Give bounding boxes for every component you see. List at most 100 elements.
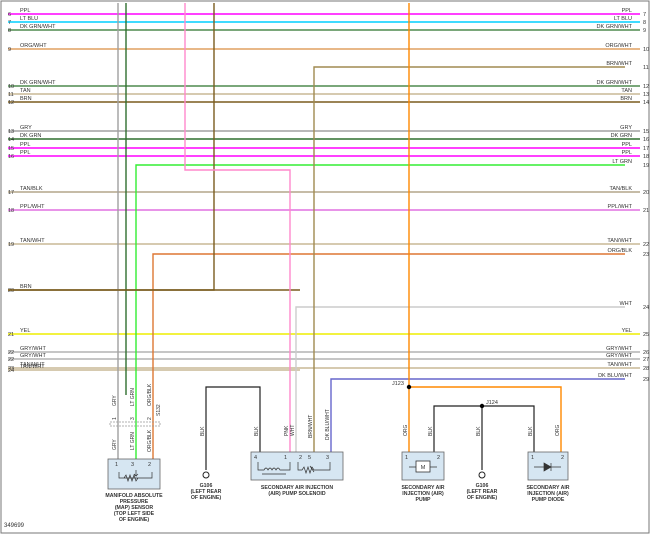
pump-blk-label: BLK xyxy=(428,426,434,436)
wire-right-pin: 11 xyxy=(643,65,649,71)
wire-right-label: TAN/WHT xyxy=(607,362,632,368)
map-name-3: (MAP) SENSOR xyxy=(115,505,154,511)
wire-left-pin: 9 xyxy=(8,47,11,53)
map-pin-2: 2 xyxy=(148,462,151,468)
wire-right-label: DK GRN/WHT xyxy=(597,24,633,30)
wire-right-pin: 20 xyxy=(643,190,649,196)
wire-right-pin: 14 xyxy=(643,100,649,106)
wire-left-pin: 17 xyxy=(8,190,14,196)
wire-left-label: PPL xyxy=(20,150,30,156)
sol-pnk-label: PNK xyxy=(284,425,290,436)
pump-pin-1: 1 xyxy=(405,455,408,461)
org-diode-wire xyxy=(409,386,562,452)
wire-left-label: TAN/WHT xyxy=(20,362,45,368)
wire-right-label: GRY/WHT xyxy=(606,346,633,352)
wire-left-pin: 7 xyxy=(8,20,11,26)
wire-left-label: GRY/WHT xyxy=(20,346,47,352)
wire-right-pin: 9 xyxy=(643,28,646,34)
map-upper-gry-label: GRY xyxy=(112,395,118,406)
map-lower-lt-grn-label: LT GRN xyxy=(130,432,136,450)
wire-right-label: DK BLU/WHT xyxy=(598,373,633,379)
sol-pin-1: 1 xyxy=(284,455,287,461)
wire-right-label: DK GRN xyxy=(611,133,632,139)
diode-blk-label: BLK xyxy=(528,426,534,436)
splice-j124 xyxy=(479,403,485,409)
pump-box xyxy=(401,451,445,481)
wire-left-label: ORG/WHT xyxy=(20,43,47,49)
ground-g106-b: BLK G106 (LEFT REAR OF ENGINE) xyxy=(467,426,498,501)
sol-pin-2: 2 xyxy=(299,455,302,461)
g106a-name-1: G106 xyxy=(200,483,213,489)
motor-symbol: M xyxy=(421,465,426,471)
wire-left-pin: 8 xyxy=(8,28,11,34)
wire-left-label: BRN xyxy=(20,284,32,290)
sol-blk-label: BLK xyxy=(254,426,260,436)
wire-right-label: GRY xyxy=(620,125,632,131)
wire-right-label: LT GRN xyxy=(612,159,632,165)
wire-left-pin: 13 xyxy=(8,129,14,135)
sol-pin-4: 4 xyxy=(254,455,257,461)
wire-right-pin: 22 xyxy=(643,242,649,248)
wire-left-label: TAN/WHT xyxy=(20,238,45,244)
wire-right-label: BRN xyxy=(620,96,632,102)
wire-right-pin: 28 xyxy=(643,366,649,372)
ground-g106-a: BLK G106 (LEFT REAR OF ENGINE) xyxy=(191,426,222,501)
sol-pin-3: 3 xyxy=(326,455,329,461)
wire-right-pin: 23 xyxy=(643,252,649,258)
g106b-name-1: G106 xyxy=(476,483,489,489)
g106a-wire-label: BLK xyxy=(200,426,206,436)
sol-name-1: SECONDARY AIR INJECTION xyxy=(261,485,333,491)
wire-right-label: ORG/BLK xyxy=(608,248,633,254)
solenoid-coil-symbol xyxy=(257,462,291,475)
wire-right-label: TAN xyxy=(621,88,632,94)
wire-left-pin: 11 xyxy=(8,92,14,98)
sol-wht-label: WHT xyxy=(290,425,296,436)
wire-left-pin: 16 xyxy=(8,154,14,160)
solenoid-box xyxy=(250,451,344,481)
wire-right-label: PPL xyxy=(622,150,632,156)
wire-left-label: PPL xyxy=(20,142,30,148)
sol-dk-blu-wht-label: DK BLU/WHT xyxy=(325,409,331,440)
wire-right-label: TAN/WHT xyxy=(607,238,632,244)
motor-icon xyxy=(415,460,431,473)
wire-left-pin: 15 xyxy=(8,146,14,152)
map-upper-pin-1: 1 xyxy=(112,417,118,420)
wire-right-label: PPL xyxy=(622,8,632,14)
pump-name-2: INJECTION (AIR) xyxy=(402,491,444,497)
map-resistor-symbol xyxy=(118,470,153,483)
map-lower-org-blk-label: ORG/BLK xyxy=(147,429,153,452)
map-splice-label: S132 xyxy=(156,404,162,416)
splice-j123 xyxy=(406,384,412,390)
g106b-ground-icon xyxy=(478,471,486,479)
wire-left-pin: 6 xyxy=(8,12,11,18)
figure-id: 349699 xyxy=(4,523,25,529)
g106a-name-3: OF ENGINE) xyxy=(191,495,222,501)
diode-name-1: SECONDARY AIR xyxy=(526,485,569,491)
diode-pin-1: 1 xyxy=(531,455,534,461)
g106a-name-2: (LEFT REAR xyxy=(191,489,222,495)
map-upper-pin-3: 3 xyxy=(130,417,136,420)
map-name-5: OF ENGINE) xyxy=(119,517,150,523)
wire-left-label: TAN/BLK xyxy=(20,186,43,192)
wire-left-pin: 20 xyxy=(8,288,14,294)
wire-left-label: TAN/WHT xyxy=(20,364,45,370)
sol-pin-5: 5 xyxy=(308,455,311,461)
wire-right-pin: 8 xyxy=(643,20,646,26)
wire-right-label: YEL xyxy=(622,328,632,334)
wire-left-label: GRY/WHT xyxy=(20,353,47,359)
map-upper-lt-grn-label: LT GRN xyxy=(130,388,136,406)
brn-wht-wire xyxy=(313,66,625,452)
blk-wire-b xyxy=(433,405,535,452)
wire-left-label: YEL xyxy=(20,328,30,334)
pump-org-label: ORG xyxy=(403,425,409,437)
wire-right-label: BRN/WHT xyxy=(606,61,632,67)
diode-icon xyxy=(543,462,552,472)
wire-right-pin: 10 xyxy=(643,47,649,53)
wire-left-pin: 14 xyxy=(8,137,14,143)
pump-pin-2: 2 xyxy=(437,455,440,461)
wire-left-label: TAN xyxy=(20,88,31,94)
pnk-wire xyxy=(184,3,291,452)
wire-right-pin: 17 xyxy=(643,146,649,152)
map-upper-org-blk-label: ORG/BLK xyxy=(147,383,153,406)
